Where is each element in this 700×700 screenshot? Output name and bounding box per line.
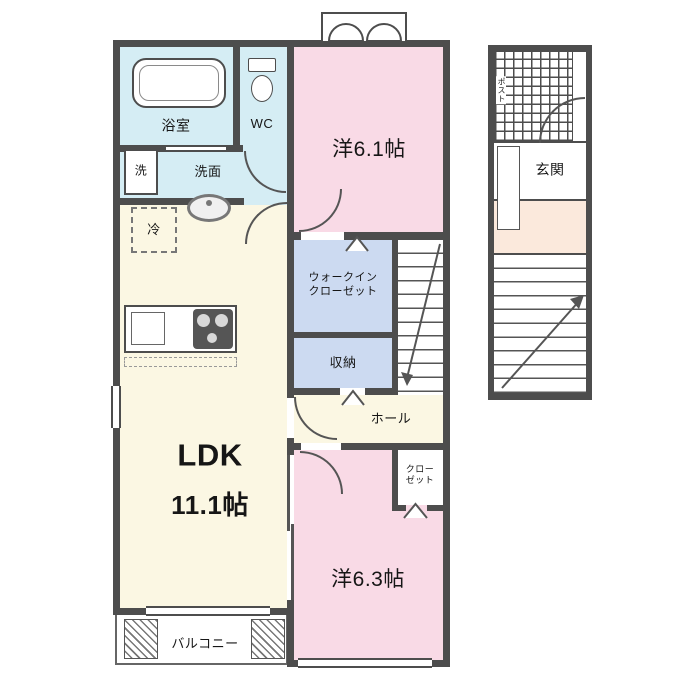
stairs-entrance xyxy=(494,255,586,393)
wall xyxy=(488,393,592,400)
wall xyxy=(120,198,244,205)
refrigerator-outline xyxy=(131,207,177,253)
stairs-main xyxy=(398,240,443,392)
stove-burner xyxy=(215,314,228,327)
wall xyxy=(113,40,450,47)
storage-fill xyxy=(294,338,392,388)
wall xyxy=(488,45,592,52)
wall xyxy=(287,40,294,240)
label-room61: 洋6.1帖 xyxy=(332,137,406,161)
bathtub xyxy=(132,58,226,108)
wall xyxy=(392,450,398,507)
wall xyxy=(392,240,398,392)
label-room63: 洋6.3帖 xyxy=(331,567,405,591)
label-washer: 洗 xyxy=(134,163,148,178)
label-storage: 収納 xyxy=(329,354,357,370)
washbasin xyxy=(187,194,231,222)
balcony-hatch-box xyxy=(124,619,158,659)
label-entrance: 玄関 xyxy=(535,161,565,178)
step-line xyxy=(494,253,586,255)
label-ldk-size: 11.1帖 xyxy=(171,489,249,520)
wall xyxy=(287,240,294,398)
bath-sliding-door xyxy=(166,145,226,152)
sliding-door-line xyxy=(291,524,294,600)
counter-dashed-edge xyxy=(124,357,237,367)
ldk-fill xyxy=(120,205,287,608)
step-line xyxy=(494,199,586,201)
label-wic: ウォークイン クローゼット xyxy=(308,271,378,297)
wall xyxy=(488,45,494,400)
washbasin-faucet xyxy=(206,200,212,206)
wall xyxy=(365,388,398,395)
wall xyxy=(287,600,294,660)
sliding-door-line xyxy=(287,455,290,531)
wall xyxy=(233,47,240,152)
window xyxy=(111,386,121,428)
stove xyxy=(193,309,233,349)
wall xyxy=(287,232,301,240)
toilet-bowl xyxy=(251,75,273,102)
label-hall: ホール xyxy=(370,410,412,426)
shoe-cabinet xyxy=(497,146,520,230)
bathtub-inner xyxy=(139,65,219,101)
wall xyxy=(427,505,443,511)
wall xyxy=(392,505,406,511)
kitchen-sink xyxy=(131,312,165,345)
balcony-hatch-box xyxy=(251,619,285,659)
label-wc: WC xyxy=(250,115,274,131)
stove-burner xyxy=(197,314,210,327)
toilet-tank xyxy=(248,58,276,72)
label-post: ポスト xyxy=(496,76,506,104)
label-closet: クロー ゼット xyxy=(405,463,435,485)
wall xyxy=(113,40,120,615)
label-ldk: LDK xyxy=(177,437,243,473)
label-bath: 浴室 xyxy=(161,117,191,134)
wall xyxy=(344,232,450,240)
top-bay xyxy=(321,12,407,41)
wall xyxy=(287,332,398,338)
label-balcony: バルコニー xyxy=(168,635,242,653)
stove-burner xyxy=(207,333,217,343)
wall xyxy=(586,45,592,400)
wic-fill xyxy=(294,240,392,332)
porch-hatch xyxy=(494,50,573,142)
label-washroom: 洗面 xyxy=(194,163,222,179)
wall xyxy=(287,388,340,395)
closet-fill xyxy=(398,450,443,505)
label-fridge: 冷 xyxy=(147,221,161,237)
window xyxy=(298,658,432,668)
washing-machine xyxy=(124,149,158,195)
window xyxy=(146,606,270,616)
wall xyxy=(287,443,301,450)
wall xyxy=(443,40,450,667)
wall xyxy=(341,443,450,450)
